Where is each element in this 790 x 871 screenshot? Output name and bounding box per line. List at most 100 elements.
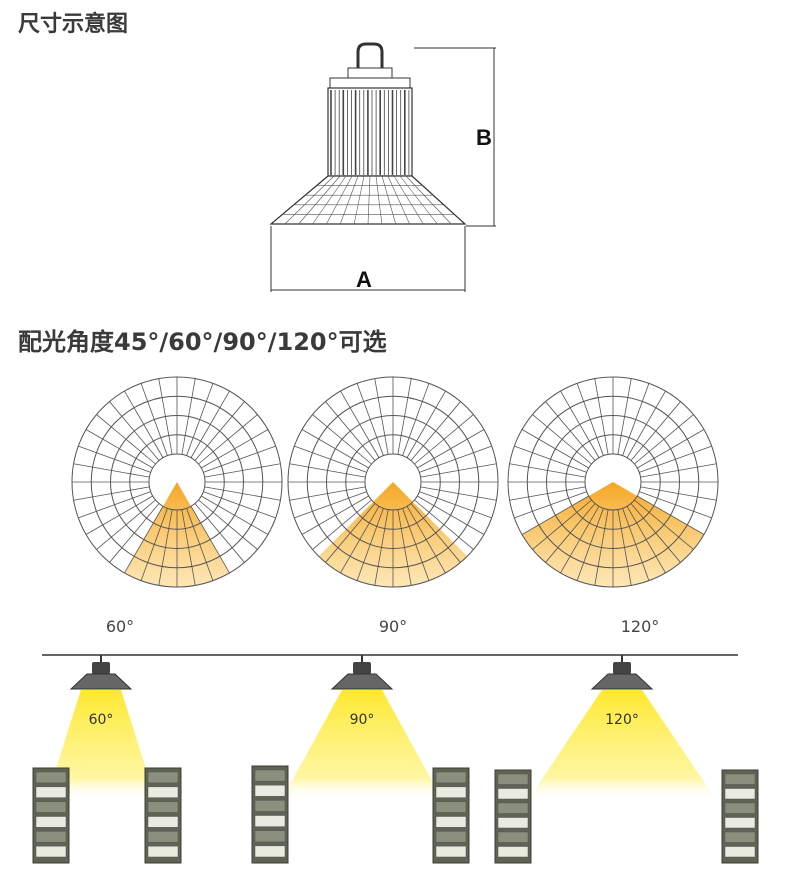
polar-spoke	[109, 401, 160, 461]
polar-spoke	[640, 463, 717, 478]
dimensions-title: 尺寸示意图	[18, 12, 129, 37]
polar-spoke	[617, 378, 632, 455]
polar-spoke	[514, 445, 587, 473]
polar-spoke	[85, 429, 153, 469]
polar-spoke	[521, 495, 589, 535]
polar-spoke	[203, 445, 276, 473]
polar-spoke	[419, 445, 492, 473]
polar-spoke	[560, 506, 600, 574]
polar-spoke	[626, 506, 666, 574]
polar-spoke	[594, 509, 609, 586]
polar-spoke	[634, 499, 694, 550]
storage-shelf	[32, 767, 70, 864]
beam-angle-title: 配光角度45°/60°/90°/120°可选	[18, 328, 387, 356]
polar-spoke	[419, 491, 492, 519]
reflector-rib	[284, 175, 335, 225]
polar-label-60: 60°	[106, 617, 134, 636]
polar-spoke	[201, 429, 269, 469]
warehouse-scene	[32, 655, 759, 864]
polar-spoke	[626, 390, 666, 458]
reflector-rib	[393, 175, 424, 225]
polar-spoke	[301, 495, 369, 535]
polar-spoke	[410, 401, 461, 461]
light-beam	[527, 690, 717, 800]
polar-spoke	[73, 463, 150, 478]
polar-spoke	[340, 390, 380, 458]
polar-spoke	[140, 383, 168, 456]
polar-spoke	[417, 495, 485, 535]
polar-spoke	[532, 414, 592, 465]
polar-spoke	[630, 401, 681, 461]
polar-spoke	[622, 508, 650, 581]
polar-spoke	[576, 508, 604, 581]
polar-spoke	[301, 429, 369, 469]
polar-spoke	[406, 506, 446, 574]
polar-spoke	[374, 378, 389, 455]
polar-spoke	[96, 499, 156, 550]
polar-spoke	[96, 414, 156, 465]
light-beam	[46, 690, 156, 800]
beam-label-90: 90°	[350, 712, 375, 728]
polar-spoke	[78, 445, 151, 473]
polar-label-120: 120°	[621, 617, 660, 636]
polar-spoke	[289, 463, 366, 478]
polar-spoke	[532, 499, 592, 550]
polar-spoke	[198, 414, 258, 465]
lamp-reflector	[269, 175, 467, 225]
polar-spoke	[124, 506, 164, 574]
polar-spoke	[181, 509, 196, 586]
polar-spoke	[639, 445, 712, 473]
reflector-rib	[381, 175, 397, 225]
lamp-reflector	[69, 673, 133, 690]
polar-spoke	[374, 509, 389, 586]
polar-spoke	[109, 503, 160, 563]
lamp-body	[613, 662, 631, 674]
reflector-rib	[353, 175, 365, 225]
polar-diagram-120	[507, 376, 719, 588]
polar-spoke	[509, 486, 586, 501]
polar-spoke	[420, 463, 497, 478]
polar-spoke	[594, 378, 609, 455]
storage-shelf	[721, 769, 759, 864]
polar-spoke	[124, 390, 164, 458]
reflector-rib	[312, 175, 347, 225]
polar-spoke	[181, 378, 196, 455]
polar-spoke	[186, 508, 214, 581]
reflector-rib	[399, 175, 438, 225]
polar-spoke	[637, 495, 705, 535]
polar-diagram-60	[71, 376, 283, 588]
polar-spoke	[203, 491, 276, 519]
polar-spoke	[414, 499, 474, 550]
lamp-body	[353, 662, 371, 674]
polar-spoke	[289, 486, 366, 501]
polar-spoke	[617, 509, 632, 586]
polar-spoke	[622, 383, 650, 456]
dimension-a-label: A	[356, 267, 372, 292]
polar-diagram-90	[287, 376, 499, 588]
polar-spoke	[194, 503, 245, 563]
polar-spoke	[545, 401, 596, 461]
polar-spoke	[140, 508, 168, 581]
polar-spoke	[417, 429, 485, 469]
polar-label-90: 90°	[379, 617, 407, 636]
beam-label-60: 60°	[89, 712, 114, 728]
polar-spoke	[325, 503, 376, 563]
polar-spoke	[340, 506, 380, 574]
polar-spoke	[186, 383, 214, 456]
polar-spoke	[325, 401, 376, 461]
lamp-neck	[329, 77, 411, 89]
polar-spoke	[420, 486, 497, 501]
polar-spoke	[402, 508, 430, 581]
polar-spoke	[294, 445, 367, 473]
polar-spoke	[194, 401, 245, 461]
polar-spoke	[509, 463, 586, 478]
polar-spoke	[190, 506, 230, 574]
polar-spoke	[294, 491, 367, 519]
beam-label-120: 120°	[605, 712, 639, 728]
light-beam	[281, 690, 443, 800]
polar-spoke	[198, 499, 258, 550]
polar-spoke	[634, 414, 694, 465]
polar-spoke	[397, 509, 412, 586]
storage-shelf	[251, 765, 289, 864]
